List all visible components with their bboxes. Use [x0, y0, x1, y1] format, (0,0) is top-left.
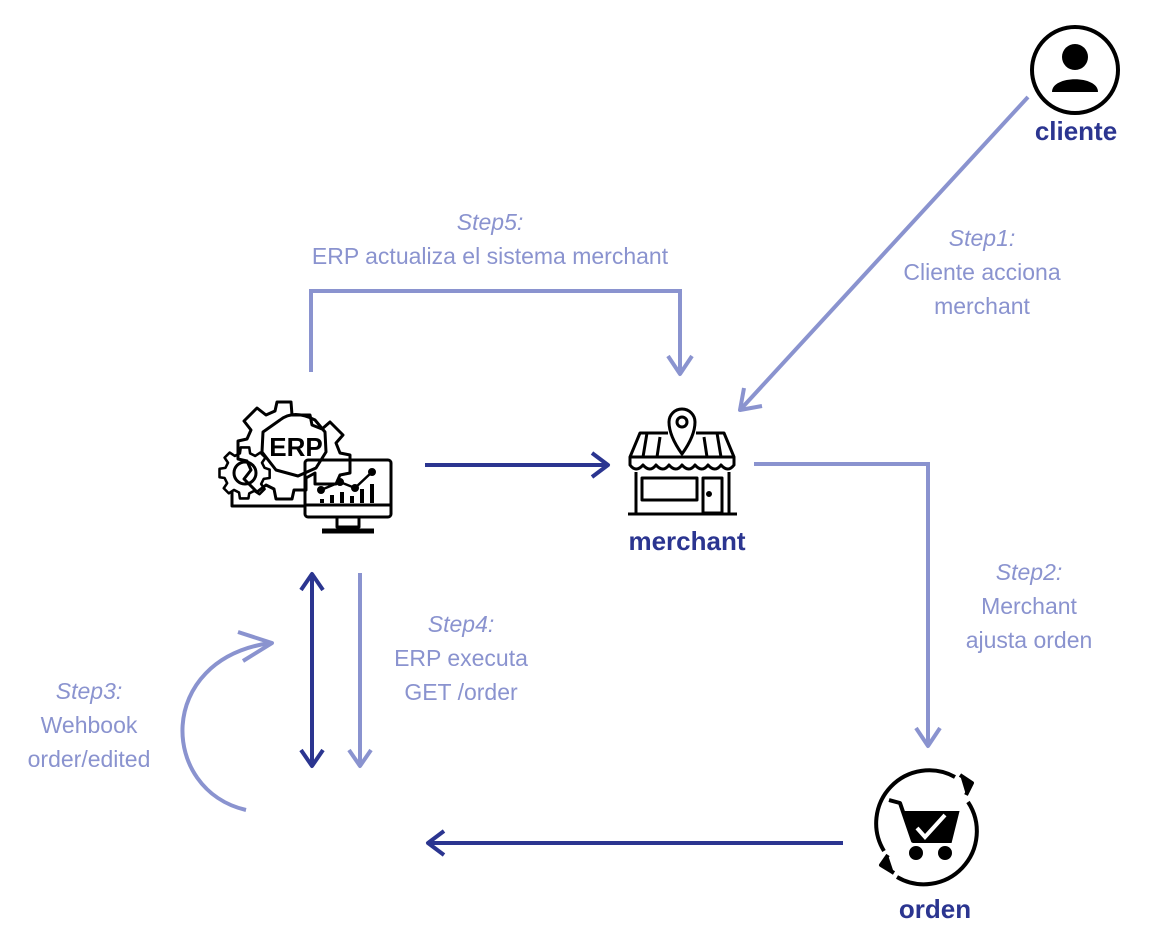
step3-title: Step3:: [55, 678, 123, 704]
step5-title: Step5:: [456, 209, 524, 235]
step2-line-2: ajusta orden: [965, 627, 1093, 653]
arrow-bidirectional-erp: [299, 572, 325, 768]
arrow-erp-to-merchant-step5: [309, 289, 694, 376]
step5-label: Step5: ERP actualiza el sistema merchant: [250, 205, 730, 273]
node-label-merchant: merchant: [628, 526, 746, 556]
step2-title: Step2:: [995, 559, 1063, 585]
step1-line-2: merchant: [934, 293, 1030, 319]
step1-title: Step1:: [948, 225, 1016, 251]
user-icon: [1030, 25, 1120, 115]
step3-line-1: Wehbook: [40, 712, 138, 738]
arrow-webhook-step3: [180, 630, 274, 812]
step4-label: Step4: ERP executa GET /order: [368, 607, 554, 709]
step4-title: Step4:: [427, 611, 495, 637]
step1-line-1: Cliente acciona: [903, 259, 1061, 285]
arrow-erp-get-order-step4: [347, 573, 373, 768]
step3-label: Step3: Wehbook order/edited: [0, 674, 178, 776]
erp-gears-monitor-icon: ERP: [218, 400, 393, 534]
arrow-orden-to-erp: [426, 829, 843, 857]
arrow-merchant-to-orden-step2: [754, 462, 942, 748]
arrow-erp-to-merchant: [425, 451, 610, 479]
cart-sync-icon: [874, 768, 979, 887]
node-label-orden: orden: [898, 894, 972, 924]
node-label-cliente: cliente: [1034, 116, 1118, 146]
step2-label: Step2: Merchant ajusta orden: [940, 555, 1118, 657]
step1-label: Step1: Cliente acciona merchant: [870, 221, 1094, 323]
store-icon: [628, 407, 737, 516]
step3-line-2: order/edited: [27, 746, 151, 772]
step5-line-1: ERP actualiza el sistema merchant: [311, 243, 669, 269]
step4-line-2: GET /order: [404, 679, 518, 705]
erp-icon-text: ERP: [269, 432, 322, 462]
step2-line-1: Merchant: [981, 593, 1077, 619]
step4-line-1: ERP executa: [394, 645, 528, 671]
arrow-cliente-to-merchant-step1: [738, 95, 1030, 412]
